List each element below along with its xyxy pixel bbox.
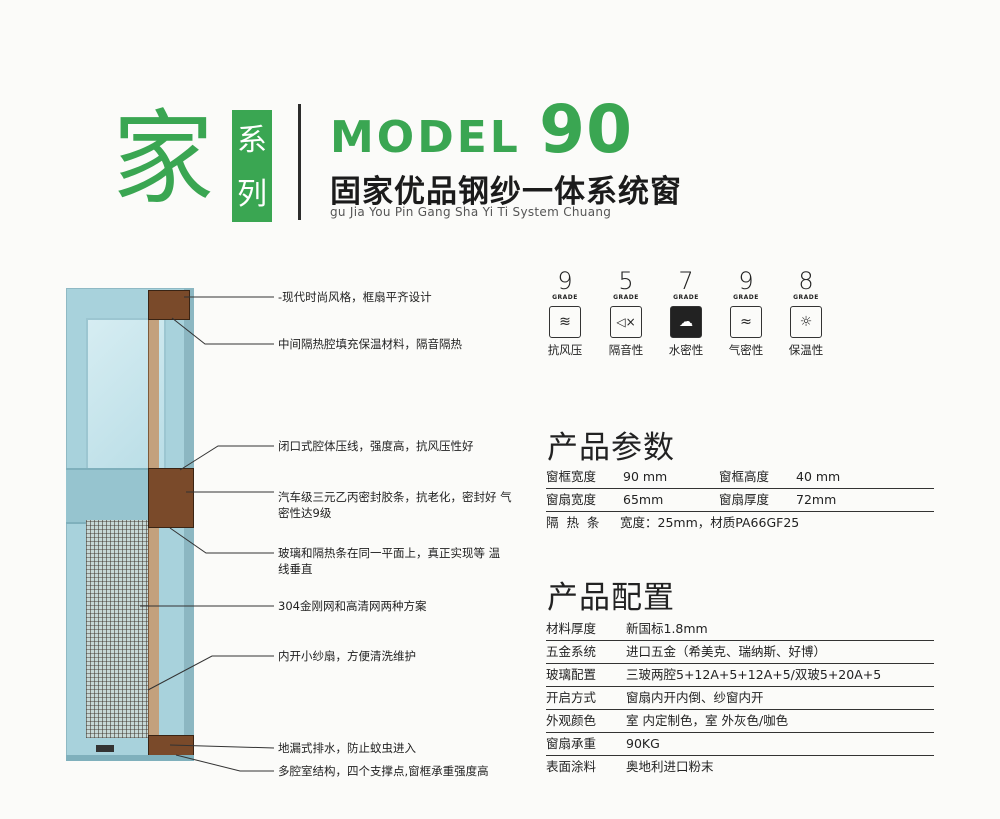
drain-vent — [96, 745, 114, 752]
feature-callout: 地漏式排水，防止蚊虫进入 — [278, 741, 416, 755]
feature-callout: 中间隔热腔填充保温材料，隔音隔热 — [278, 337, 462, 351]
config-row: 材料厚度 新国标1.8mm — [546, 618, 934, 641]
feature-callout: 玻璃和隔热条在同一平面上，真正实现等 温线垂直 — [278, 546, 501, 576]
product-subtitle: 固家优品钢纱一体系统窗 — [330, 174, 682, 210]
grade-air-tightness: 9 GRADE ≈ 气密性 — [726, 268, 766, 358]
grade-water-tightness: 7 GRADE ☁ 水密性 — [666, 268, 706, 358]
model-title: MODEL 90 — [330, 97, 633, 171]
grade-label: GRADE — [733, 294, 759, 301]
wind-pressure-icon: ≋ — [549, 306, 581, 338]
param-key: 窗框高度 — [719, 469, 770, 484]
grade-name: 抗风压 — [547, 343, 583, 357]
params-row: 窗框宽度 90 mm 窗框高度 40 mm — [546, 466, 934, 489]
grade-label: GRADE — [613, 294, 639, 301]
airflow-icon: ≈ — [730, 306, 762, 338]
header-divider — [298, 104, 301, 220]
param-value: 40 mm — [796, 469, 841, 484]
config-row: 五金系统 进口五金（希美克、瑞纳斯、好博） — [546, 641, 934, 664]
param-key: 窗扇厚度 — [719, 492, 770, 507]
rain-cloud-icon: ☁ — [670, 306, 702, 338]
config-key: 外观颜色 — [546, 713, 597, 728]
config-row: 玻璃配置 三玻两腔5+12A+5+12A+5/双玻5+20A+5 — [546, 664, 934, 687]
product-pinyin: gu Jia You Pin Gang Sha Yi Ti System Chu… — [330, 205, 612, 219]
param-key: 窗扇宽度 — [546, 492, 597, 507]
window-sill — [66, 755, 194, 761]
config-row: 开启方式 窗扇内开内倒、纱窗内开 — [546, 687, 934, 710]
feature-callout: 内开小纱扇，方便清洗维护 — [278, 649, 416, 663]
config-value: 窗扇内开内倒、纱窗内开 — [626, 690, 764, 705]
feature-callout: 汽车级三元乙丙密封胶条，抗老化，密封好 气密性达9级 — [278, 490, 512, 520]
speaker-mute-icon: ◁× — [610, 306, 642, 338]
config-value: 90KG — [626, 736, 660, 751]
model-number: 90 — [539, 91, 633, 168]
middle-profile-section — [148, 468, 194, 528]
config-value: 新国标1.8mm — [626, 621, 708, 636]
config-row: 表面涂料 奥地利进口粉末 — [546, 756, 934, 778]
config-key: 材料厚度 — [546, 621, 597, 636]
grade-value: 9 — [557, 267, 573, 295]
window-sash-section — [148, 318, 159, 738]
grade-label: GRADE — [673, 294, 699, 301]
config-key: 五金系统 — [546, 644, 597, 659]
sun-icon: ☼ — [790, 306, 822, 338]
feature-callout: 多腔室结构，四个支撑点,窗框承重强度高 — [278, 764, 489, 778]
grade-sound-insulation: 5 GRADE ◁× 隔音性 — [606, 268, 646, 358]
grade-value: 9 — [738, 267, 754, 295]
config-section-title: 产品配置 — [547, 580, 675, 616]
grade-label: GRADE — [793, 294, 819, 301]
grade-wind-pressure: 9 GRADE ≋ 抗风压 — [545, 268, 585, 358]
grade-thermal-insulation: 8 GRADE ☼ 保温性 — [786, 268, 826, 358]
param-value: 72mm — [796, 492, 837, 507]
param-key: 窗框宽度 — [546, 469, 597, 484]
grade-value: 7 — [678, 267, 694, 295]
params-row: 隔 热 条 宽度：25mm，材质PA66GF25 — [546, 512, 934, 534]
grade-value: 8 — [798, 267, 814, 295]
brand-character: 家 — [112, 100, 214, 219]
model-word: MODEL — [330, 112, 521, 163]
brand-series-char-1: 系 — [237, 123, 267, 158]
config-value: 进口五金（希美克、瑞纳斯、好博） — [626, 644, 827, 659]
config-key: 表面涂料 — [546, 759, 597, 774]
param-key: 隔 热 条 — [546, 515, 600, 530]
config-key: 开启方式 — [546, 690, 597, 705]
grade-name: 气密性 — [728, 343, 764, 357]
config-value: 奥地利进口粉末 — [626, 759, 714, 774]
grade-label: GRADE — [552, 294, 578, 301]
config-value: 三玻两腔5+12A+5+12A+5/双玻5+20A+5 — [626, 667, 882, 682]
config-key: 窗扇承重 — [546, 736, 597, 751]
params-section-title: 产品参数 — [547, 430, 675, 466]
config-row: 窗扇承重 90KG — [546, 733, 934, 756]
param-value: 90 mm — [623, 469, 668, 484]
top-profile-section — [148, 290, 190, 320]
param-value: 宽度：25mm，材质PA66GF25 — [620, 515, 800, 530]
brand-series-badge: 系 列 — [232, 110, 272, 222]
grade-value: 5 — [618, 267, 634, 295]
config-row: 外观颜色 室 内定制色，室 外灰色/咖色 — [546, 710, 934, 733]
params-row: 窗扇宽度 65mm 窗扇厚度 72mm — [546, 489, 934, 512]
config-key: 玻璃配置 — [546, 667, 597, 682]
config-value: 室 内定制色，室 外灰色/咖色 — [626, 713, 789, 728]
brand-series-char-2: 列 — [237, 177, 267, 212]
param-value: 65mm — [623, 492, 664, 507]
grade-name: 隔音性 — [608, 343, 644, 357]
grade-name: 保温性 — [788, 343, 824, 357]
feature-callout: 304金刚网和高清网两种方案 — [278, 599, 427, 613]
feature-callout: -现代时尚风格，框扇平齐设计 — [278, 290, 432, 304]
grade-name: 水密性 — [668, 343, 704, 357]
window-screen-mesh — [86, 520, 148, 738]
feature-callout: 闭口式腔体压线，强度高，抗风压性好 — [278, 439, 474, 453]
